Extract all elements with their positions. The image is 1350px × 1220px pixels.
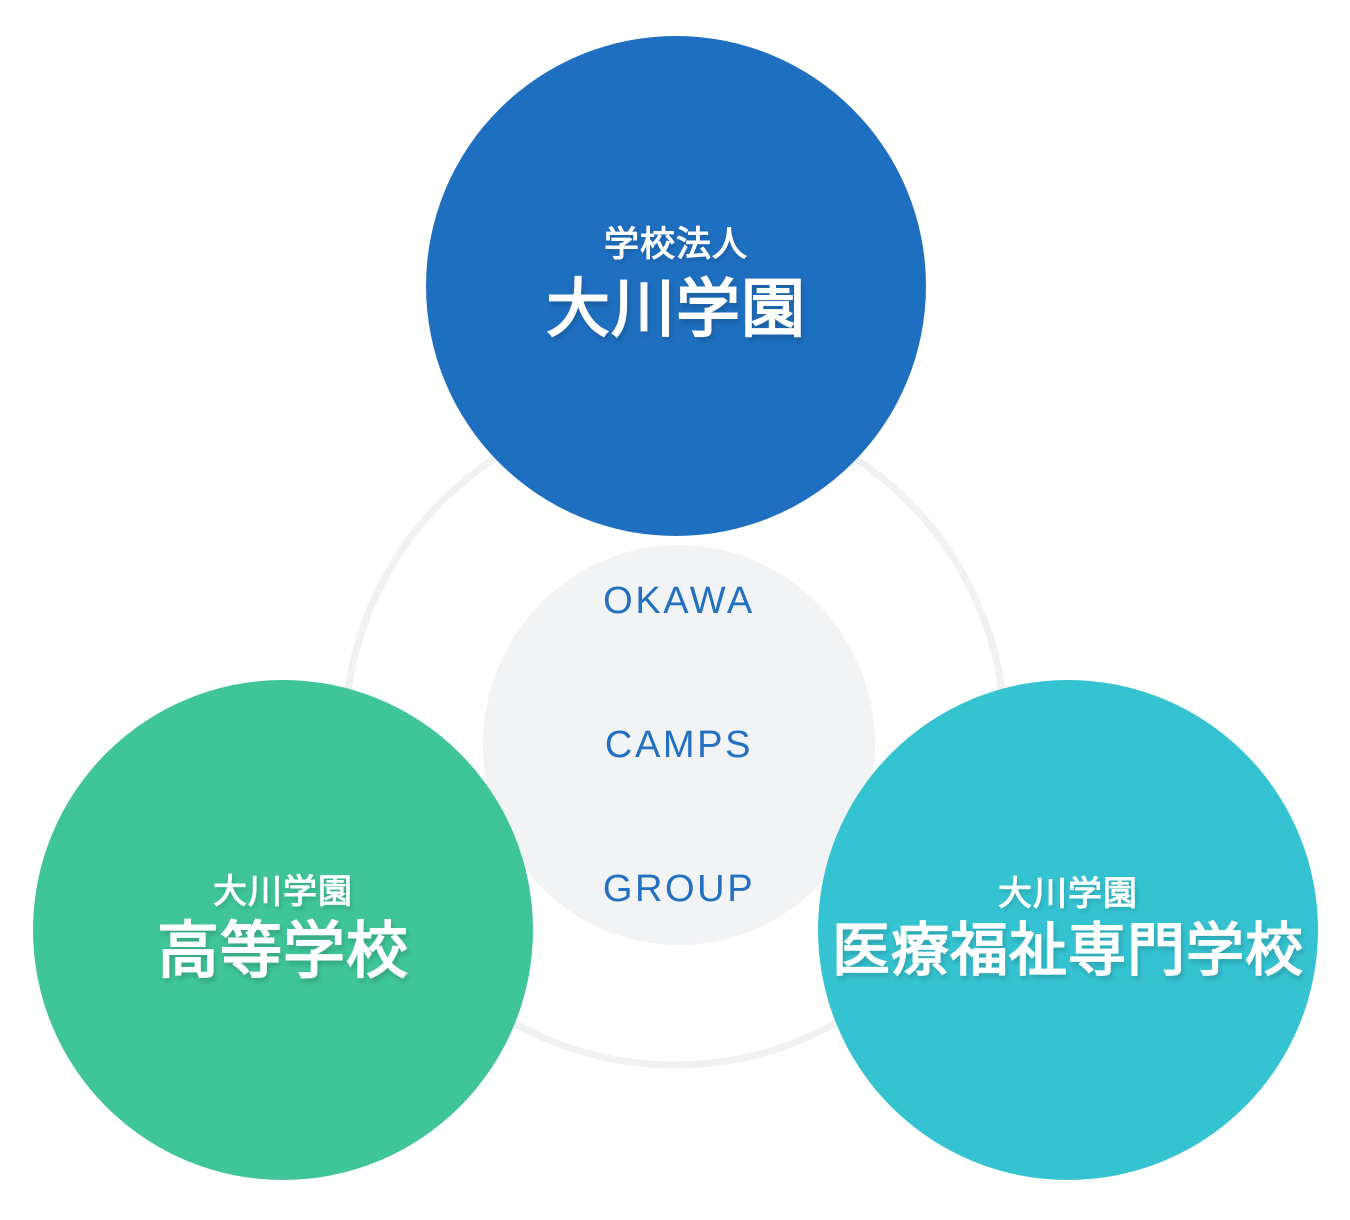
node-corporation-title: 大川学園 [546,273,806,346]
node-medical-welfare-college-title: 医療福祉専門学校 [831,918,1304,984]
group-hub-line-3: GROUP [602,868,756,910]
node-corporation[interactable]: 学校法人 大川学園 [426,36,926,536]
group-hub-line-1: OKAWA [603,580,755,622]
group-hub-label: OKAWA CAMPS GROUP [603,481,755,1009]
node-high-school-title: 高等学校 [156,916,409,986]
node-high-school[interactable]: 大川学園 高等学校 [33,680,533,1180]
node-medical-welfare-college[interactable]: 大川学園 医療福祉専門学校 [818,680,1318,1180]
node-corporation-sublabel: 学校法人 [603,224,748,264]
group-hub: OKAWA CAMPS GROUP [483,545,875,945]
node-high-school-sublabel: 大川学園 [213,872,353,911]
node-medical-welfare-college-sublabel: 大川学園 [998,874,1138,913]
group-hub-line-2: CAMPS [604,724,754,766]
